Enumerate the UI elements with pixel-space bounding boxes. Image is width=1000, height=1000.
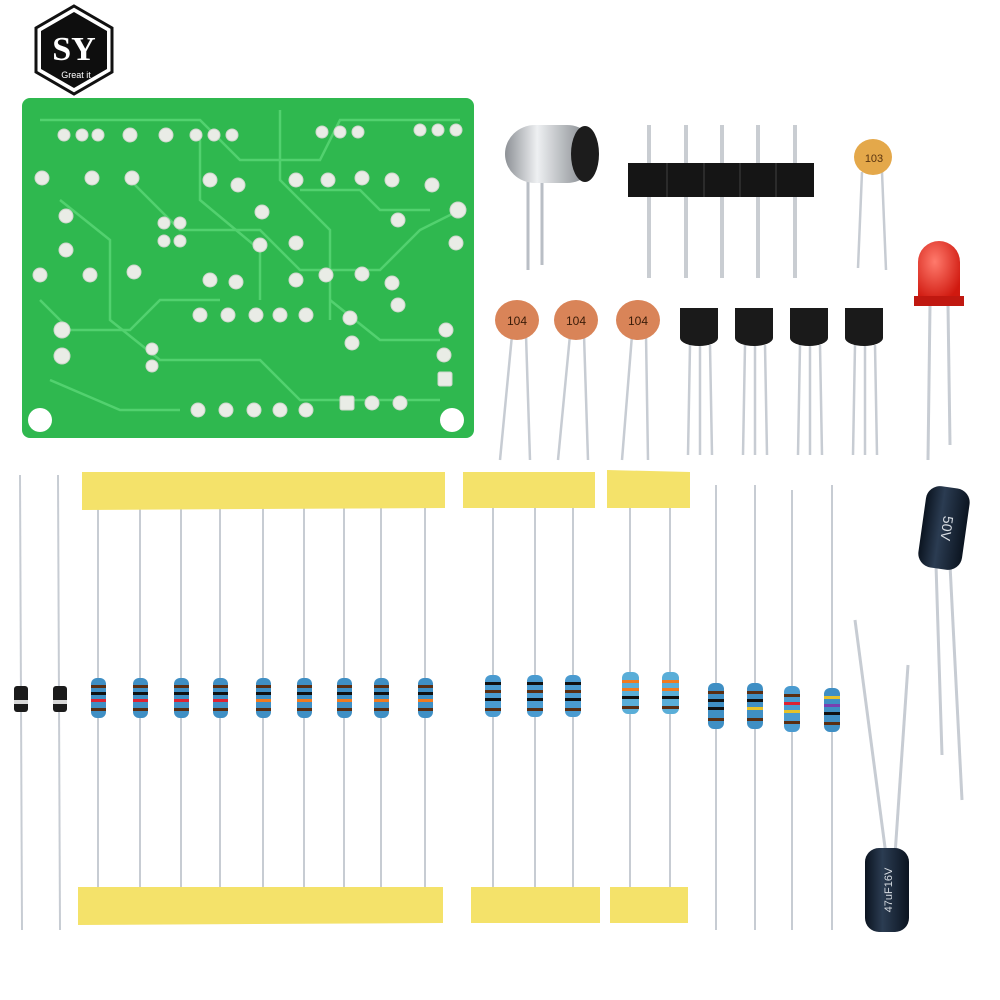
mount-hole-right <box>440 408 464 432</box>
red-led <box>914 241 964 461</box>
transistors <box>680 308 883 456</box>
elec-cap-bottom-label: 47uF16V <box>883 867 895 912</box>
transistor <box>790 308 828 456</box>
mount-hole-left <box>28 408 52 432</box>
transistor <box>735 308 773 456</box>
cap-104-a-label: 104 <box>507 314 527 328</box>
resistor <box>824 688 840 732</box>
tape-bottom-right <box>610 887 688 923</box>
resistor <box>784 686 800 732</box>
resistors <box>91 672 840 732</box>
tape-top-left <box>82 472 445 510</box>
transistor <box>845 308 883 456</box>
logo-tagline: Great it <box>61 70 91 80</box>
resistor <box>133 678 148 718</box>
logo-letters: SY <box>52 31 95 68</box>
resistor <box>256 678 271 718</box>
brand-logo: SY Great it <box>34 4 114 96</box>
cap-104-c-label: 104 <box>628 314 648 328</box>
tape-bottom-middle <box>471 887 600 923</box>
resistor <box>174 678 189 718</box>
tape-top-right <box>607 470 690 508</box>
diodes <box>14 474 67 931</box>
tape-strips <box>78 470 690 925</box>
transistor <box>680 308 718 456</box>
electret-microphone <box>505 125 599 270</box>
tape-bottom-left <box>78 887 443 925</box>
resistor <box>91 678 106 718</box>
ceramic-capacitor-104-b: 104 <box>554 300 598 461</box>
ceramic-capacitor-104-c: 104 <box>616 300 660 461</box>
ceramic-capacitor-104-a: 104 <box>495 300 539 461</box>
resistor <box>662 672 679 714</box>
electrolytic-capacitor-50v: 50V <box>918 486 970 801</box>
diode <box>53 474 67 931</box>
pcb-board <box>22 98 474 438</box>
resistor <box>485 675 501 717</box>
pcb-pads <box>32 123 467 418</box>
pin-header <box>628 125 814 278</box>
resistor <box>297 678 312 718</box>
tape-top-middle <box>463 472 595 508</box>
resistor <box>418 678 433 718</box>
resistor <box>527 675 543 717</box>
resistor <box>565 675 581 717</box>
pcb-traces <box>39 110 461 412</box>
resistor <box>337 678 352 718</box>
cap-104-b-label: 104 <box>566 314 586 328</box>
resistor <box>622 672 639 714</box>
diode <box>14 474 28 931</box>
ceramic-capacitor-103: 103 <box>854 139 892 271</box>
resistor <box>374 678 389 718</box>
cap-103-label: 103 <box>865 153 883 165</box>
electrolytic-capacitor-47uf: 47uF16V <box>853 619 910 932</box>
resistor <box>213 678 228 718</box>
elec-cap-top-label: 50V <box>937 515 956 543</box>
resistor <box>708 683 724 729</box>
resistor <box>747 683 763 729</box>
